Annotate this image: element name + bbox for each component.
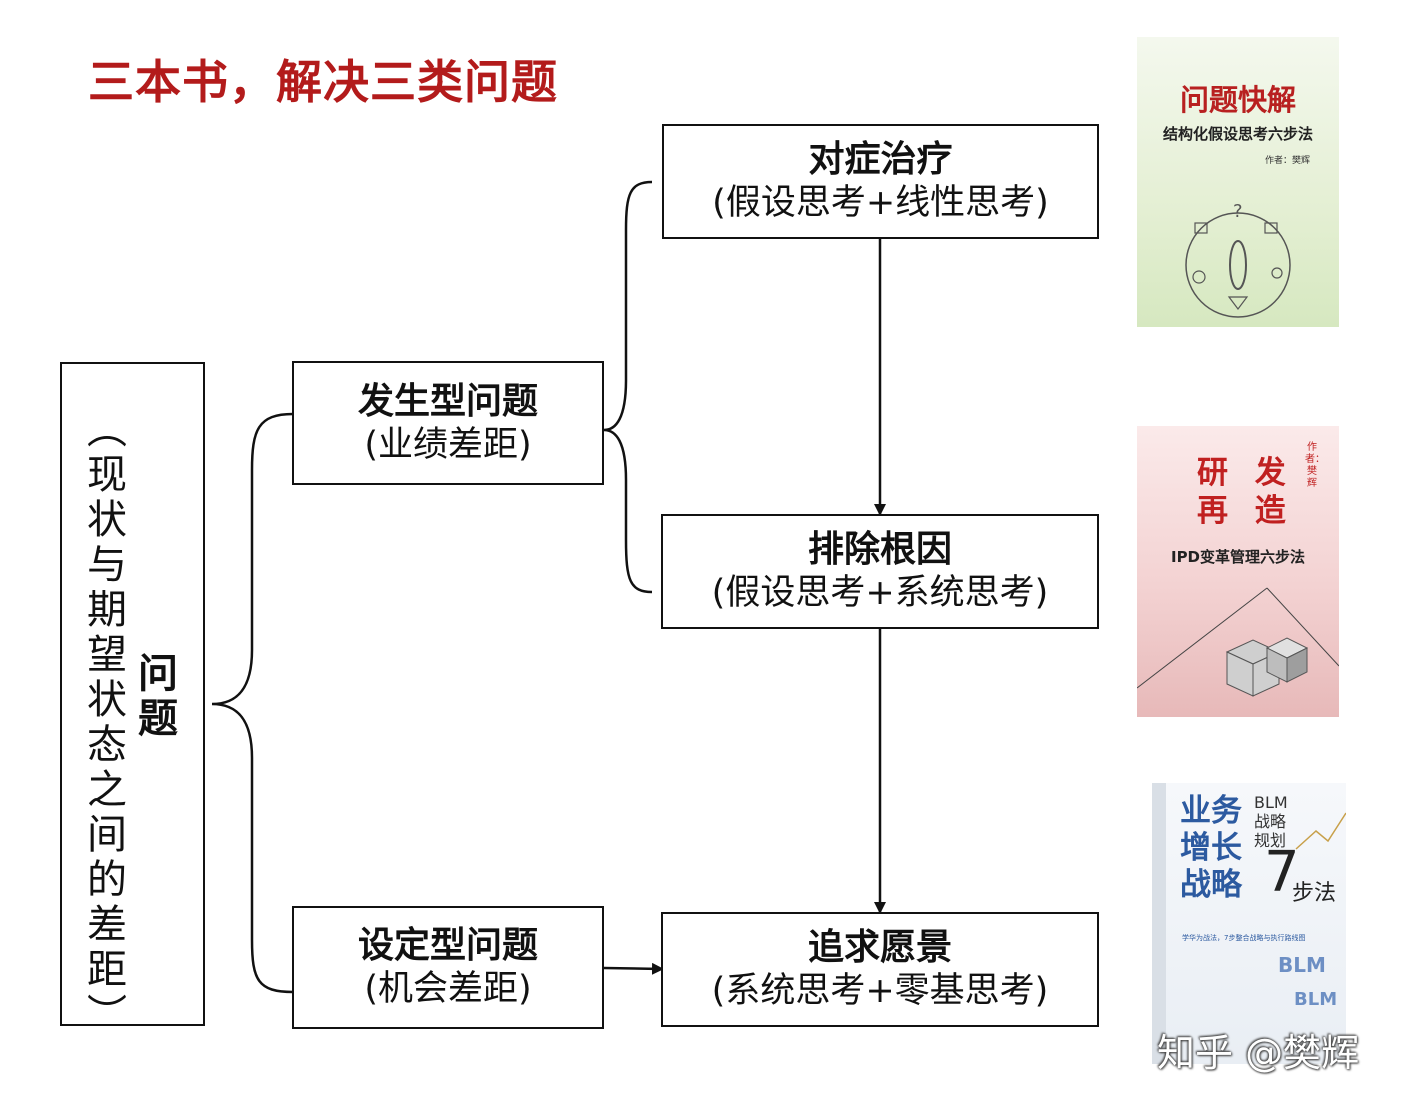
book2-illustration <box>1137 587 1339 697</box>
setting-problem-title: 设定型问题 <box>357 925 538 967</box>
book1-illustration: ? <box>1185 201 1291 318</box>
branch-brace <box>603 180 653 594</box>
book3-trend-line <box>1295 812 1346 850</box>
book3-title: 业务 增长 战略 <box>1180 793 1242 903</box>
symptom-treatment-sub: (假设思考+线性思考) <box>712 183 1049 224</box>
book1-title: 问题快解 <box>1179 83 1296 117</box>
book3-blm-mark: BLM <box>1278 953 1326 977</box>
root-box <box>60 362 205 1026</box>
root-cause-box: 排除根因 (假设思考+系统思考) <box>661 514 1099 629</box>
symptom-treatment-box: 对症治疗 (假设思考+线性思考) <box>662 124 1099 239</box>
book3-number: 7 <box>1264 840 1300 905</box>
book2-author: 作者：樊辉 <box>1305 442 1325 489</box>
watermark: 知乎 @樊辉 <box>1157 1031 1360 1075</box>
occurring-problem-sub: (业绩差距) <box>364 424 532 465</box>
book3-blm-mark-2: BLM <box>1294 989 1338 1010</box>
root-sublabel: ︵现状与期望状态之间的差距︶ <box>87 407 127 1038</box>
occurring-problem-title: 发生型问题 <box>357 380 538 422</box>
symptom-treatment-title: 对症治疗 <box>808 139 953 181</box>
book-cover-rd-reengineering: 研 发 再 造 IPD变革管理六步法 作者：樊辉 <box>1137 426 1339 717</box>
book3-steps: 步法 <box>1292 881 1337 906</box>
root-cause-sub: (假设思考+系统思考) <box>711 573 1049 614</box>
book1-author: 作者：樊辉 <box>1265 156 1311 166</box>
vision-title: 追求愿景 <box>807 927 952 969</box>
book1-subtitle: 结构化假设思考六步法 <box>1162 125 1313 143</box>
book-cover-problem-solving: 问题快解 结构化假设思考六步法 作者：樊辉 ? <box>1137 37 1339 327</box>
vision-sub: (系统思考+零基思考) <box>711 971 1049 1012</box>
vision-box: 追求愿景 (系统思考+零基思考) <box>661 912 1099 1027</box>
book2-title: 研 发 再 造 <box>1197 455 1294 529</box>
occurring-problem-box: 发生型问题 (业绩差距) <box>292 361 604 485</box>
book3-blm-label: BLM 战略 规划 <box>1254 793 1288 850</box>
root-label: 问题 <box>138 651 178 742</box>
book-cover-business-growth: 业务 增长 战略 BLM 战略 规划 7 步法 学华为战法，7步整合战略与执行路… <box>1152 783 1346 1064</box>
root-brace <box>211 412 294 994</box>
svg-text:?: ? <box>1233 201 1243 222</box>
book2-subtitle: IPD变革管理六步法 <box>1170 548 1306 566</box>
root-cause-title: 排除根因 <box>807 529 952 571</box>
page-title: 三本书，解决三类问题 <box>88 55 558 109</box>
setting-problem-box: 设定型问题 (机会差距) <box>292 906 604 1029</box>
setting-problem-sub: (机会差距) <box>364 969 532 1010</box>
arrow-setting-to-vision <box>603 962 664 975</box>
book3-note: 学华为战法，7步整合战略与执行路线图 <box>1182 934 1306 942</box>
